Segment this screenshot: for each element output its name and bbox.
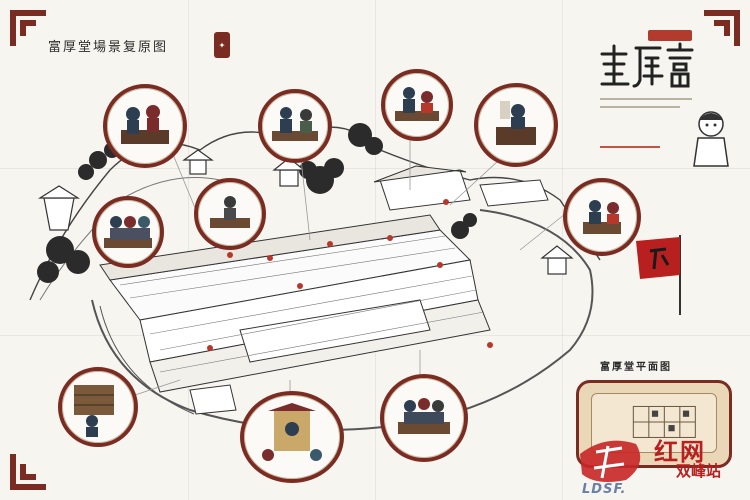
info-text-line <box>600 146 660 148</box>
vignette-library-scene <box>58 367 138 447</box>
watermark-logo <box>580 440 641 482</box>
map-title: 富厚堂場景复原图 <box>48 40 169 55</box>
watermark-domain: LDSF. <box>582 482 627 497</box>
vignette-study-scene <box>258 89 332 163</box>
calligraphy-logo <box>600 42 694 88</box>
title-seal-icon: ✦ <box>214 32 230 58</box>
watermark-site: 双峰站 <box>676 462 722 480</box>
vignette-writing-scene <box>194 178 266 250</box>
vignette-scholar-desk-scene <box>474 83 558 167</box>
fold-line <box>188 0 189 500</box>
vignette-hall-ceremony-scene <box>240 391 344 483</box>
info-text-line <box>600 98 692 100</box>
floor-plan-grid-icon <box>632 405 696 438</box>
vignette-dining-scene <box>103 84 187 168</box>
corner-ornament-bottom-left <box>6 450 50 494</box>
vignette-family-scene <box>92 196 164 268</box>
red-seal-stamp-icon <box>648 30 692 41</box>
watermark-brand: 红网 <box>654 438 706 466</box>
vignette-reading-scene <box>381 69 453 141</box>
vignette-gathering-scene <box>380 374 468 462</box>
corner-ornament-top-right <box>700 6 744 50</box>
vignette-game-scene <box>563 178 641 256</box>
info-text-line <box>600 106 680 108</box>
red-banner-flag-icon <box>636 235 681 315</box>
plan-title: 富厚堂平面图 <box>600 362 672 373</box>
corner-ornament-top-left <box>6 6 50 50</box>
cartoon-scholar-icon <box>693 111 729 167</box>
fold-line <box>0 168 750 169</box>
